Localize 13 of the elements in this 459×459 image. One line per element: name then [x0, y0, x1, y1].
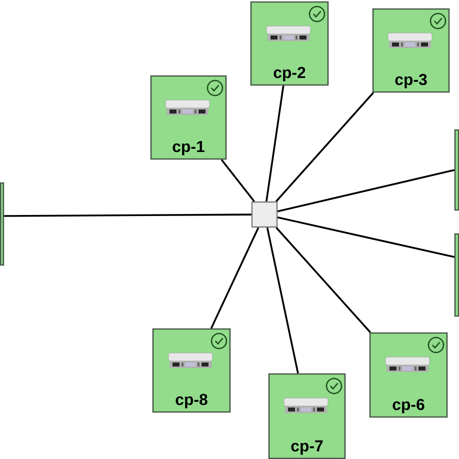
hub-square [251, 201, 278, 228]
server-box [0, 182, 4, 266]
connector-line [277, 216, 455, 258]
connector-line [210, 227, 260, 329]
connector-line [266, 227, 299, 374]
connector-line [266, 86, 284, 202]
connector-line [220, 159, 255, 202]
connector-line [277, 169, 455, 212]
connector-line [4, 214, 252, 217]
server-box [454, 129, 459, 211]
server-box [454, 233, 459, 317]
connector-line [276, 227, 371, 333]
connector-line [276, 92, 374, 202]
